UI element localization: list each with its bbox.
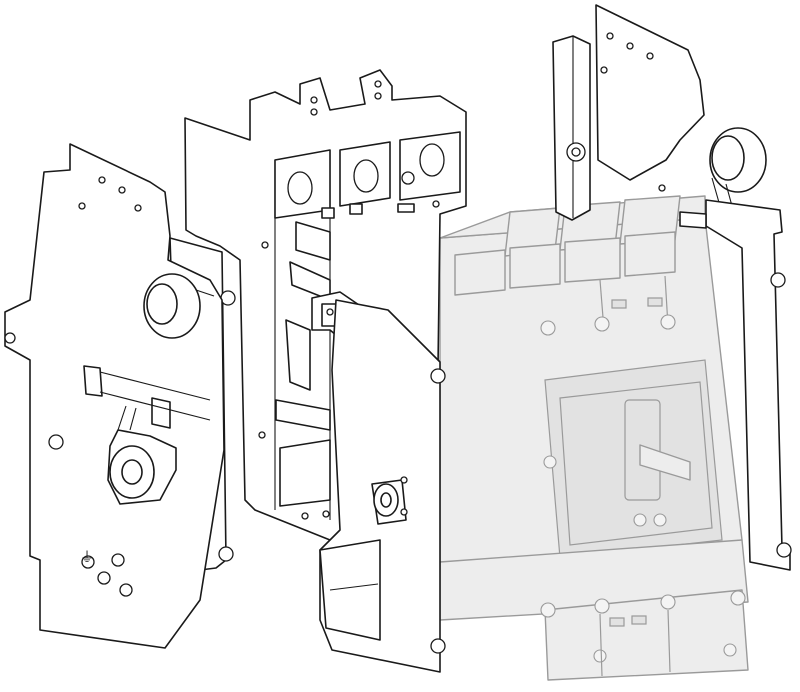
breaker-screw-5 [633,513,647,527]
breaker-terminal-4 [624,231,676,277]
breaker-divider-3 [599,613,603,677]
right-side-screw-bottom [776,542,792,558]
left-front-plate: ⏚ [4,143,225,649]
cam-hub [121,459,143,485]
right-side-screw-top [770,272,786,288]
front-plate-nut-left [4,332,16,344]
breaker-terminal-1 [454,249,506,296]
cover-screw-top [430,368,446,384]
cam-arm-2 [129,407,137,431]
breaker-screw-1 [540,320,556,336]
ghost-circuit-breaker [439,195,749,681]
front-plate-hole-8 [119,583,133,597]
front-plate-hole-1 [98,176,106,184]
clip-1 [321,207,335,219]
right-plate-hole-4 [600,66,608,74]
right-plate-hole-2 [626,42,634,50]
linkage-bar [275,399,331,431]
terminal-hole-3 [419,143,445,177]
handle-rivet-1 [326,308,334,316]
housing-hole-4 [301,512,309,520]
breaker-screw-10 [730,590,746,606]
breaker-terminal-3 [564,237,621,283]
breaker-screw-11 [593,649,607,663]
housing-hole-3 [432,200,440,208]
top-lug-hole-4 [374,92,382,100]
lock-barrel-core [380,492,392,508]
housing-hole-5 [322,510,330,518]
right-plate-hole-3 [646,52,654,60]
clip-3 [397,203,415,213]
top-lug-hole-3 [374,80,382,88]
terminal-hole-2 [353,159,379,193]
lower-terminal-pocket [279,439,331,507]
right-back-plate [552,4,767,221]
top-lug-hole-2 [310,108,318,116]
ground-symbol: ⏚ [80,550,94,566]
right-knob-shaft-2 [725,183,733,207]
breaker-toggle-handle [639,444,691,481]
breaker-screw-12 [723,643,737,657]
guide-slot-line-2 [99,391,211,421]
right-plate-outline [595,4,705,181]
housing-hole-2 [258,431,266,439]
guide-pin-1 [83,365,103,397]
cover-lower-panel [319,539,381,641]
left-side-screw-bottom [218,546,234,562]
left-rotary-knob-face [146,283,178,325]
front-plate-hole-3 [78,202,86,210]
breaker-screw-7 [540,602,556,618]
terminal-screw [401,171,415,185]
left-side-screw-top [220,290,236,306]
breaker-screw-2 [594,316,610,332]
top-lug-hole-1 [310,96,318,104]
cover-screw-bottom [430,638,446,654]
front-plate-hole-2 [118,186,126,194]
centre-cover-plate [319,299,446,673]
breaker-slot-1 [611,299,627,309]
right-side-plate [679,199,792,571]
guide-slot-line-1 [99,371,211,401]
linkage-block [295,221,331,261]
clip-2 [349,203,363,215]
breaker-screw-3 [660,314,676,330]
guide-pin-2 [151,397,171,429]
breaker-slot-3 [609,617,625,627]
breaker-divider-4 [667,609,671,673]
front-plate-hole-5 [81,555,95,569]
cover-hole-2 [400,508,408,516]
left-knob-shaft [195,289,215,297]
breaker-slot-2 [647,297,663,307]
breaker-terminal-2 [509,243,561,289]
right-side-plate-tab [679,211,707,229]
right-plate-hole-1 [606,32,614,40]
post-fixing-screw-inner [571,147,581,157]
breaker-slot-4 [631,615,647,625]
right-rotary-knob-face [711,135,745,181]
linkage-lever [285,319,311,391]
breaker-screw-6 [653,513,667,527]
breaker-screw-8 [594,598,610,614]
front-plate-hole-6 [111,553,125,567]
cover-hole-1 [400,476,408,484]
terminal-hole-1 [287,171,313,205]
front-plate-hole-4 [134,204,142,212]
front-plate-screw-mid [48,434,64,450]
housing-hole-1 [261,241,269,249]
cover-lower-panel-line [329,583,379,591]
front-plate-hole-7 [97,571,111,585]
cam-arm-1 [117,405,127,431]
right-vertical-post [552,35,591,221]
right-plate-hole-5 [658,184,666,192]
breaker-screw-9 [660,594,676,610]
breaker-screw-4 [543,455,557,469]
